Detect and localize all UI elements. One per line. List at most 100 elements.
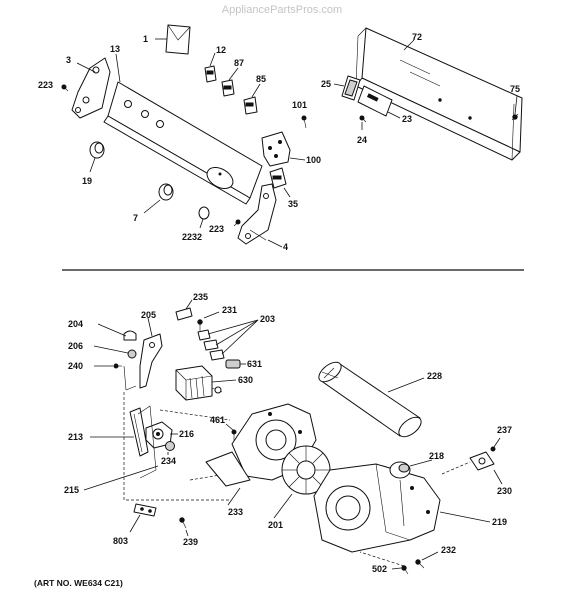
leader-13 bbox=[115, 53, 121, 83]
label-204[interactable]: 204 bbox=[68, 319, 83, 329]
label-216[interactable]: 216 bbox=[179, 429, 194, 439]
label-2232[interactable]: 2232 bbox=[182, 232, 202, 242]
label-19[interactable]: 19 bbox=[82, 176, 92, 186]
literature-envelope bbox=[165, 24, 191, 55]
label-235[interactable]: 235 bbox=[193, 292, 208, 302]
screw-101 bbox=[301, 115, 307, 129]
leader-85 bbox=[251, 83, 261, 98]
label-13[interactable]: 13 bbox=[110, 44, 120, 54]
lamp-frame-25 bbox=[341, 75, 361, 101]
leader-3 bbox=[76, 62, 96, 73]
label-218[interactable]: 218 bbox=[429, 451, 444, 461]
leader-230 bbox=[493, 469, 503, 485]
label-502[interactable]: 502 bbox=[372, 564, 387, 574]
left-endcap bbox=[71, 57, 111, 119]
leader-203b bbox=[215, 319, 259, 346]
knob-7 bbox=[158, 183, 174, 201]
screw-232 bbox=[415, 559, 425, 569]
label-232[interactable]: 232 bbox=[441, 545, 456, 555]
switch-85 bbox=[243, 96, 258, 115]
leader-7 bbox=[143, 199, 161, 214]
label-12[interactable]: 12 bbox=[216, 45, 226, 55]
label-4[interactable]: 4 bbox=[283, 242, 288, 252]
screw-75 bbox=[511, 113, 519, 121]
label-231[interactable]: 231 bbox=[222, 305, 237, 315]
connector-631 bbox=[225, 359, 241, 369]
leader-215 bbox=[83, 465, 159, 491]
label-3[interactable]: 3 bbox=[66, 55, 71, 65]
label-206[interactable]: 206 bbox=[68, 341, 83, 351]
exhaust-duct-228 bbox=[318, 361, 422, 438]
leader-219 bbox=[439, 511, 491, 523]
label-230[interactable]: 230 bbox=[497, 486, 512, 496]
leader-239 bbox=[185, 529, 189, 537]
label-75[interactable]: 75 bbox=[510, 84, 520, 94]
right-endcap bbox=[237, 183, 277, 245]
label-25[interactable]: 25 bbox=[321, 79, 331, 89]
leader-237 bbox=[493, 437, 501, 448]
leader-23 bbox=[387, 111, 401, 119]
screw-223-upper bbox=[61, 84, 69, 92]
leader-233 bbox=[227, 487, 241, 506]
label-233[interactable]: 233 bbox=[228, 507, 243, 517]
label-87[interactable]: 87 bbox=[234, 58, 244, 68]
label-1[interactable]: 1 bbox=[143, 34, 148, 44]
leader-232 bbox=[421, 551, 439, 561]
belt-215 bbox=[137, 405, 157, 479]
label-203[interactable]: 203 bbox=[260, 314, 275, 324]
terminal-block-100 bbox=[261, 131, 291, 167]
leader-228 bbox=[387, 377, 425, 393]
motor-mount-205 bbox=[123, 333, 163, 391]
label-24[interactable]: 24 bbox=[357, 135, 367, 145]
leader-201 bbox=[273, 493, 293, 519]
label-35[interactable]: 35 bbox=[288, 199, 298, 209]
label-205[interactable]: 205 bbox=[141, 310, 156, 320]
switch-12 bbox=[204, 65, 217, 83]
fitting-230 bbox=[469, 451, 495, 471]
label-100[interactable]: 100 bbox=[306, 155, 321, 165]
leader-203c bbox=[221, 319, 259, 355]
bracket-23 bbox=[357, 85, 393, 117]
label-239[interactable]: 239 bbox=[183, 537, 198, 547]
leader-235 bbox=[185, 299, 193, 310]
label-240[interactable]: 240 bbox=[68, 361, 83, 371]
switch-87 bbox=[221, 79, 235, 97]
label-85[interactable]: 85 bbox=[256, 74, 266, 84]
label-461[interactable]: 461 bbox=[210, 415, 225, 425]
label-223-lower[interactable]: 223 bbox=[209, 224, 224, 234]
leader-461 bbox=[225, 423, 234, 431]
leader-205 bbox=[147, 317, 153, 337]
label-215[interactable]: 215 bbox=[64, 485, 79, 495]
leader-25 bbox=[333, 83, 345, 87]
leader-2232 bbox=[199, 218, 204, 229]
leader-203a bbox=[207, 319, 259, 335]
label-219[interactable]: 219 bbox=[492, 517, 507, 527]
leader-12 bbox=[209, 52, 216, 67]
label-234[interactable]: 234 bbox=[161, 456, 176, 466]
leader-4 bbox=[267, 239, 283, 248]
label-228[interactable]: 228 bbox=[427, 371, 442, 381]
screw-231 bbox=[197, 319, 203, 331]
leader-72 bbox=[403, 39, 415, 51]
belt-213 bbox=[129, 407, 149, 457]
label-201[interactable]: 201 bbox=[268, 520, 283, 530]
label-7[interactable]: 7 bbox=[133, 213, 138, 223]
label-803[interactable]: 803 bbox=[113, 536, 128, 546]
control-panel bbox=[103, 81, 263, 205]
wire-harness-803 bbox=[133, 503, 157, 517]
label-223-upper[interactable]: 223 bbox=[38, 80, 53, 90]
strap-204 bbox=[123, 330, 137, 341]
leader-231 bbox=[203, 311, 220, 319]
assembly-line-a bbox=[123, 392, 230, 501]
label-630[interactable]: 630 bbox=[238, 375, 253, 385]
label-72[interactable]: 72 bbox=[412, 32, 422, 42]
label-631[interactable]: 631 bbox=[247, 359, 262, 369]
art-number: (ART NO. WE634 C21) bbox=[34, 578, 123, 588]
label-237[interactable]: 237 bbox=[497, 425, 512, 435]
leader-87 bbox=[228, 67, 239, 81]
label-23[interactable]: 23 bbox=[402, 114, 412, 124]
label-101[interactable]: 101 bbox=[292, 100, 307, 110]
screw-237 bbox=[490, 446, 496, 452]
thermostat-218 bbox=[389, 461, 411, 479]
label-213[interactable]: 213 bbox=[68, 432, 83, 442]
